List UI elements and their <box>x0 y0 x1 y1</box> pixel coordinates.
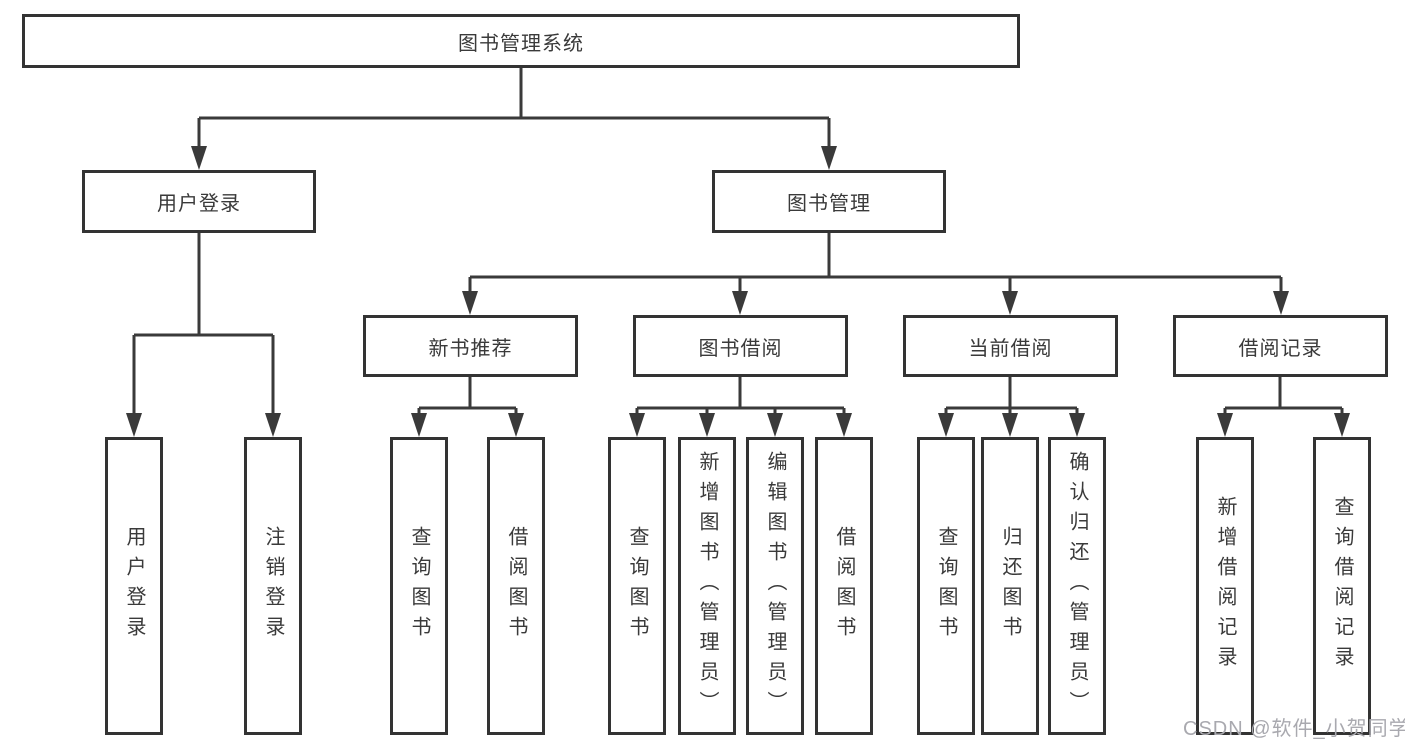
leaf-query-books-borrow-label: 查询图书 <box>626 526 648 646</box>
leaf-query-books-current-label: 查询图书 <box>935 526 957 646</box>
leaf-query-books-recommend-label: 查询图书 <box>408 526 430 646</box>
node-new-book-recommend: 新书推荐 <box>363 315 578 377</box>
leaf-edit-book-admin-label: 编辑图书（管理员） <box>764 451 786 721</box>
leaf-edit-book-admin: 编辑图书（管理员） <box>746 437 804 735</box>
leaf-user-login-label: 用户登录 <box>123 526 145 646</box>
node-new-book-recommend-label: 新书推荐 <box>428 337 513 360</box>
leaf-confirm-return-admin: 确认归还（管理员） <box>1048 437 1106 735</box>
node-root-system-label: 图书管理系统 <box>458 32 584 55</box>
node-current-borrow-label: 当前借阅 <box>968 337 1053 360</box>
leaf-borrow-books-recommend-label: 借阅图书 <box>505 526 527 646</box>
leaf-query-borrow-record: 查询借阅记录 <box>1313 437 1371 735</box>
connector-root <box>197 68 831 150</box>
connector-book-management <box>468 233 1283 298</box>
leaf-user-login: 用户登录 <box>105 437 163 735</box>
leaf-return-book: 归还图书 <box>981 437 1039 735</box>
connector-new-book-recommend <box>417 377 518 420</box>
leaf-query-books-borrow: 查询图书 <box>608 437 666 735</box>
node-current-borrow: 当前借阅 <box>903 315 1118 377</box>
leaf-confirm-return-admin-label: 确认归还（管理员） <box>1066 451 1088 721</box>
node-borrow-records-label: 借阅记录 <box>1238 337 1323 360</box>
leaf-add-borrow-record-label: 新增借阅记录 <box>1214 496 1236 676</box>
leaf-query-books-recommend: 查询图书 <box>390 437 448 735</box>
connector-user-login <box>132 233 275 420</box>
leaf-query-books-current: 查询图书 <box>917 437 975 735</box>
leaf-borrow-books: 借阅图书 <box>815 437 873 735</box>
leaf-return-book-label: 归还图书 <box>999 526 1021 646</box>
node-book-borrow: 图书借阅 <box>633 315 848 377</box>
node-user-login-label: 用户登录 <box>157 193 241 215</box>
watermark: CSDN @软件_小贺同学 <box>1183 718 1405 740</box>
leaf-query-borrow-record-label: 查询借阅记录 <box>1331 496 1353 676</box>
node-root-system: 图书管理系统 <box>22 14 1020 68</box>
leaf-add-book-admin: 新增图书（管理员） <box>678 437 736 735</box>
node-book-management-label: 图书管理 <box>787 193 871 215</box>
leaf-borrow-books-recommend: 借阅图书 <box>487 437 545 735</box>
connector-borrow-records <box>1223 377 1344 420</box>
leaf-logout-label: 注销登录 <box>262 526 284 646</box>
node-user-login: 用户登录 <box>82 170 316 233</box>
node-borrow-records: 借阅记录 <box>1173 315 1388 377</box>
node-book-borrow-label: 图书借阅 <box>698 337 783 360</box>
leaf-borrow-books-label: 借阅图书 <box>833 526 855 646</box>
connector-current-borrow <box>944 377 1079 420</box>
leaf-logout: 注销登录 <box>244 437 302 735</box>
connector-book-borrow <box>635 377 846 420</box>
node-book-management: 图书管理 <box>712 170 946 233</box>
leaf-add-borrow-record: 新增借阅记录 <box>1196 437 1254 735</box>
leaf-add-book-admin-label: 新增图书（管理员） <box>696 451 718 721</box>
